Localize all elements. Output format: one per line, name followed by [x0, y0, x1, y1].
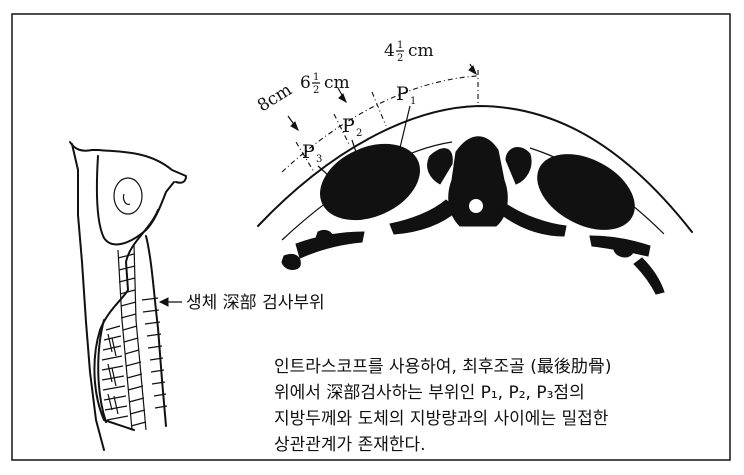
- point-p3-label: P 3: [302, 141, 322, 165]
- svg-text:6: 6: [300, 73, 311, 93]
- cross-section: [258, 106, 692, 294]
- caption: 인트라스코프를 사용하여, 최후조골 (最後肋骨) 위에서 深部검사하는 부위인…: [274, 357, 611, 455]
- svg-text:4: 4: [384, 41, 395, 61]
- svg-text:P: P: [342, 115, 355, 137]
- svg-text:2: 2: [397, 53, 403, 64]
- svg-text:2: 2: [313, 85, 319, 96]
- spinal-canal: [469, 199, 483, 213]
- measure-6-half-cm: 6 1 2 cm: [300, 72, 350, 96]
- svg-text:1: 1: [313, 72, 319, 83]
- caption-line-2: 위에서 深部검사하는 부위인 P₁, P₂, P₃점의: [274, 383, 585, 403]
- measure-8cm: 8cm: [254, 80, 296, 116]
- caption-line-3: 지방두께와 도체의 지방량과의 사이에는 밀접한: [274, 409, 609, 429]
- eye-socket: [114, 178, 142, 214]
- spine-vertebrae: [118, 244, 146, 430]
- side-label: 생체 深部 검사부위: [186, 293, 325, 313]
- caption-line-4: 상관관계가 존재한다.: [274, 435, 426, 455]
- measure-4-half-cm: 4 1 2 cm: [384, 40, 434, 64]
- point-p2-label: P 2: [342, 115, 362, 139]
- svg-text:2: 2: [356, 128, 362, 139]
- svg-text:1: 1: [410, 96, 416, 107]
- svg-text:cm: cm: [408, 41, 434, 61]
- point-p1-label: P 1: [396, 83, 416, 107]
- svg-text:P: P: [396, 83, 409, 105]
- caption-line-1: 인트라스코프를 사용하여, 최후조골 (最後肋骨): [274, 357, 611, 377]
- svg-text:3: 3: [316, 154, 322, 165]
- animal-illustration: [70, 142, 186, 450]
- svg-text:cm: cm: [324, 73, 350, 93]
- svg-text:P: P: [302, 141, 315, 163]
- svg-text:1: 1: [397, 40, 403, 51]
